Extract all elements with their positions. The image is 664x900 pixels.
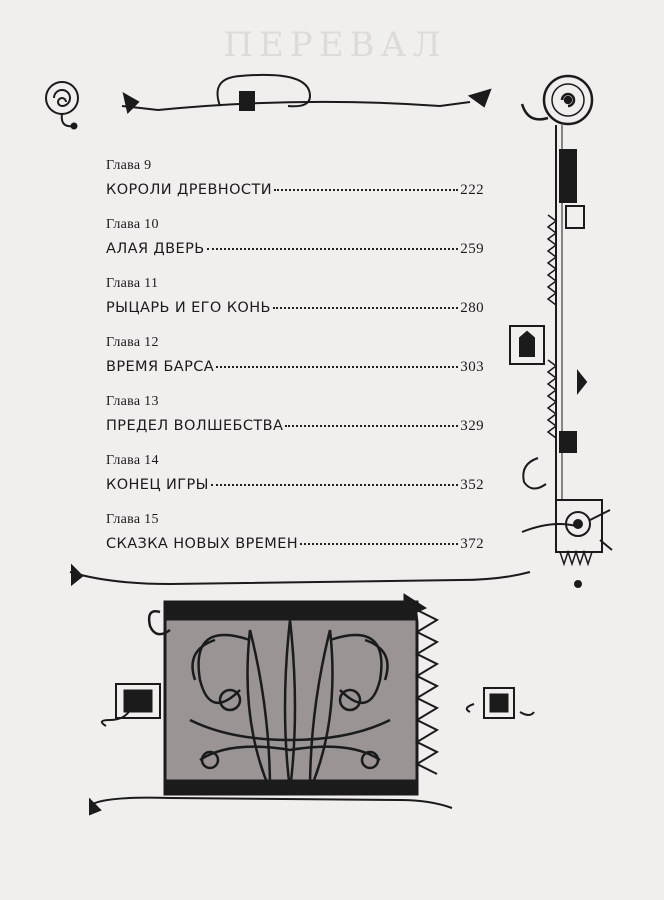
chapter-title: ПРЕДЕЛ ВОЛШЕБСТВА (106, 418, 284, 434)
celtic-knot-illustration (100, 593, 535, 796)
chapter-label: Глава 13 (106, 394, 159, 409)
title-row: КОРОЛИ ДРЕВНОСТИ 222 (106, 182, 484, 199)
toc-entry-11: Глава 11 РЫЦАРЬ И ЕГО КОНЬ 280 (106, 276, 484, 335)
title-row: СКАЗКА НОВЫХ ВРЕМЕН 372 (106, 536, 484, 553)
dot-leader (216, 366, 459, 368)
page-number: 352 (460, 477, 484, 493)
chapter-title: АЛАЯ ДВЕРЬ (106, 241, 205, 257)
page-number: 372 (460, 536, 484, 552)
page-number: 259 (460, 241, 484, 257)
toc-entry-12: Глава 12 ВРЕМЯ БАРСА 303 (106, 335, 484, 394)
chapter-label: Глава 12 (106, 335, 159, 350)
toc-entry-9: Глава 9 КОРОЛИ ДРЕВНОСТИ 222 (106, 158, 484, 217)
chapter-title: ВРЕМЯ БАРСА (106, 359, 215, 375)
chapter-label: Глава 14 (106, 453, 159, 468)
toc-entry-14: Глава 14 КОНЕЦ ИГРЫ 352 (106, 453, 484, 512)
dot-leader (206, 248, 459, 250)
toc-entry-10: Глава 10 АЛАЯ ДВЕРЬ 259 (106, 217, 484, 276)
title-row: ПРЕДЕЛ ВОЛШЕБСТВА 329 (106, 418, 484, 435)
page-number: 280 (460, 300, 484, 316)
dot-leader (210, 484, 459, 486)
right-vertical-border (509, 125, 613, 588)
toc-entry-13: Глава 13 ПРЕДЕЛ ВОЛШЕБСТВА 329 (106, 394, 484, 453)
top-left-spiral-icon (45, 81, 79, 130)
page-number: 222 (460, 182, 484, 198)
chapter-title: РЫЦАРЬ И ЕГО КОНЬ (106, 300, 271, 316)
dot-leader (300, 543, 459, 545)
bottom-ribbon-ornament (69, 563, 531, 816)
chapter-title: СКАЗКА НОВЫХ ВРЕМЕН (106, 536, 299, 552)
dot-leader (285, 425, 459, 427)
top-right-spiral-icon (520, 74, 594, 126)
chapter-label: Глава 15 (106, 512, 159, 527)
chapter-label: Глава 11 (106, 276, 159, 291)
chapter-label: Глава 9 (106, 158, 152, 173)
top-ribbon-ornament (121, 73, 492, 114)
page-number: 303 (460, 359, 484, 375)
title-row: РЫЦАРЬ И ЕГО КОНЬ 280 (106, 300, 484, 317)
toc-entry-15: Глава 15 СКАЗКА НОВЫХ ВРЕМЕН 372 (106, 512, 484, 571)
bleed-through-title: ПЕРЕВАЛ (223, 25, 447, 65)
title-row: АЛАЯ ДВЕРЬ 259 (106, 241, 484, 258)
title-row: ВРЕМЯ БАРСА 303 (106, 359, 484, 376)
dot-leader (272, 307, 459, 309)
chapter-label: Глава 10 (106, 217, 159, 232)
chapter-title: КОНЕЦ ИГРЫ (106, 477, 209, 493)
dot-leader (273, 189, 459, 191)
chapter-title: КОРОЛИ ДРЕВНОСТИ (106, 182, 272, 198)
title-row: КОНЕЦ ИГРЫ 352 (106, 477, 484, 494)
table-of-contents: Глава 9 КОРОЛИ ДРЕВНОСТИ 222 Глава 10 АЛ… (106, 158, 484, 571)
page-number: 329 (460, 418, 484, 434)
